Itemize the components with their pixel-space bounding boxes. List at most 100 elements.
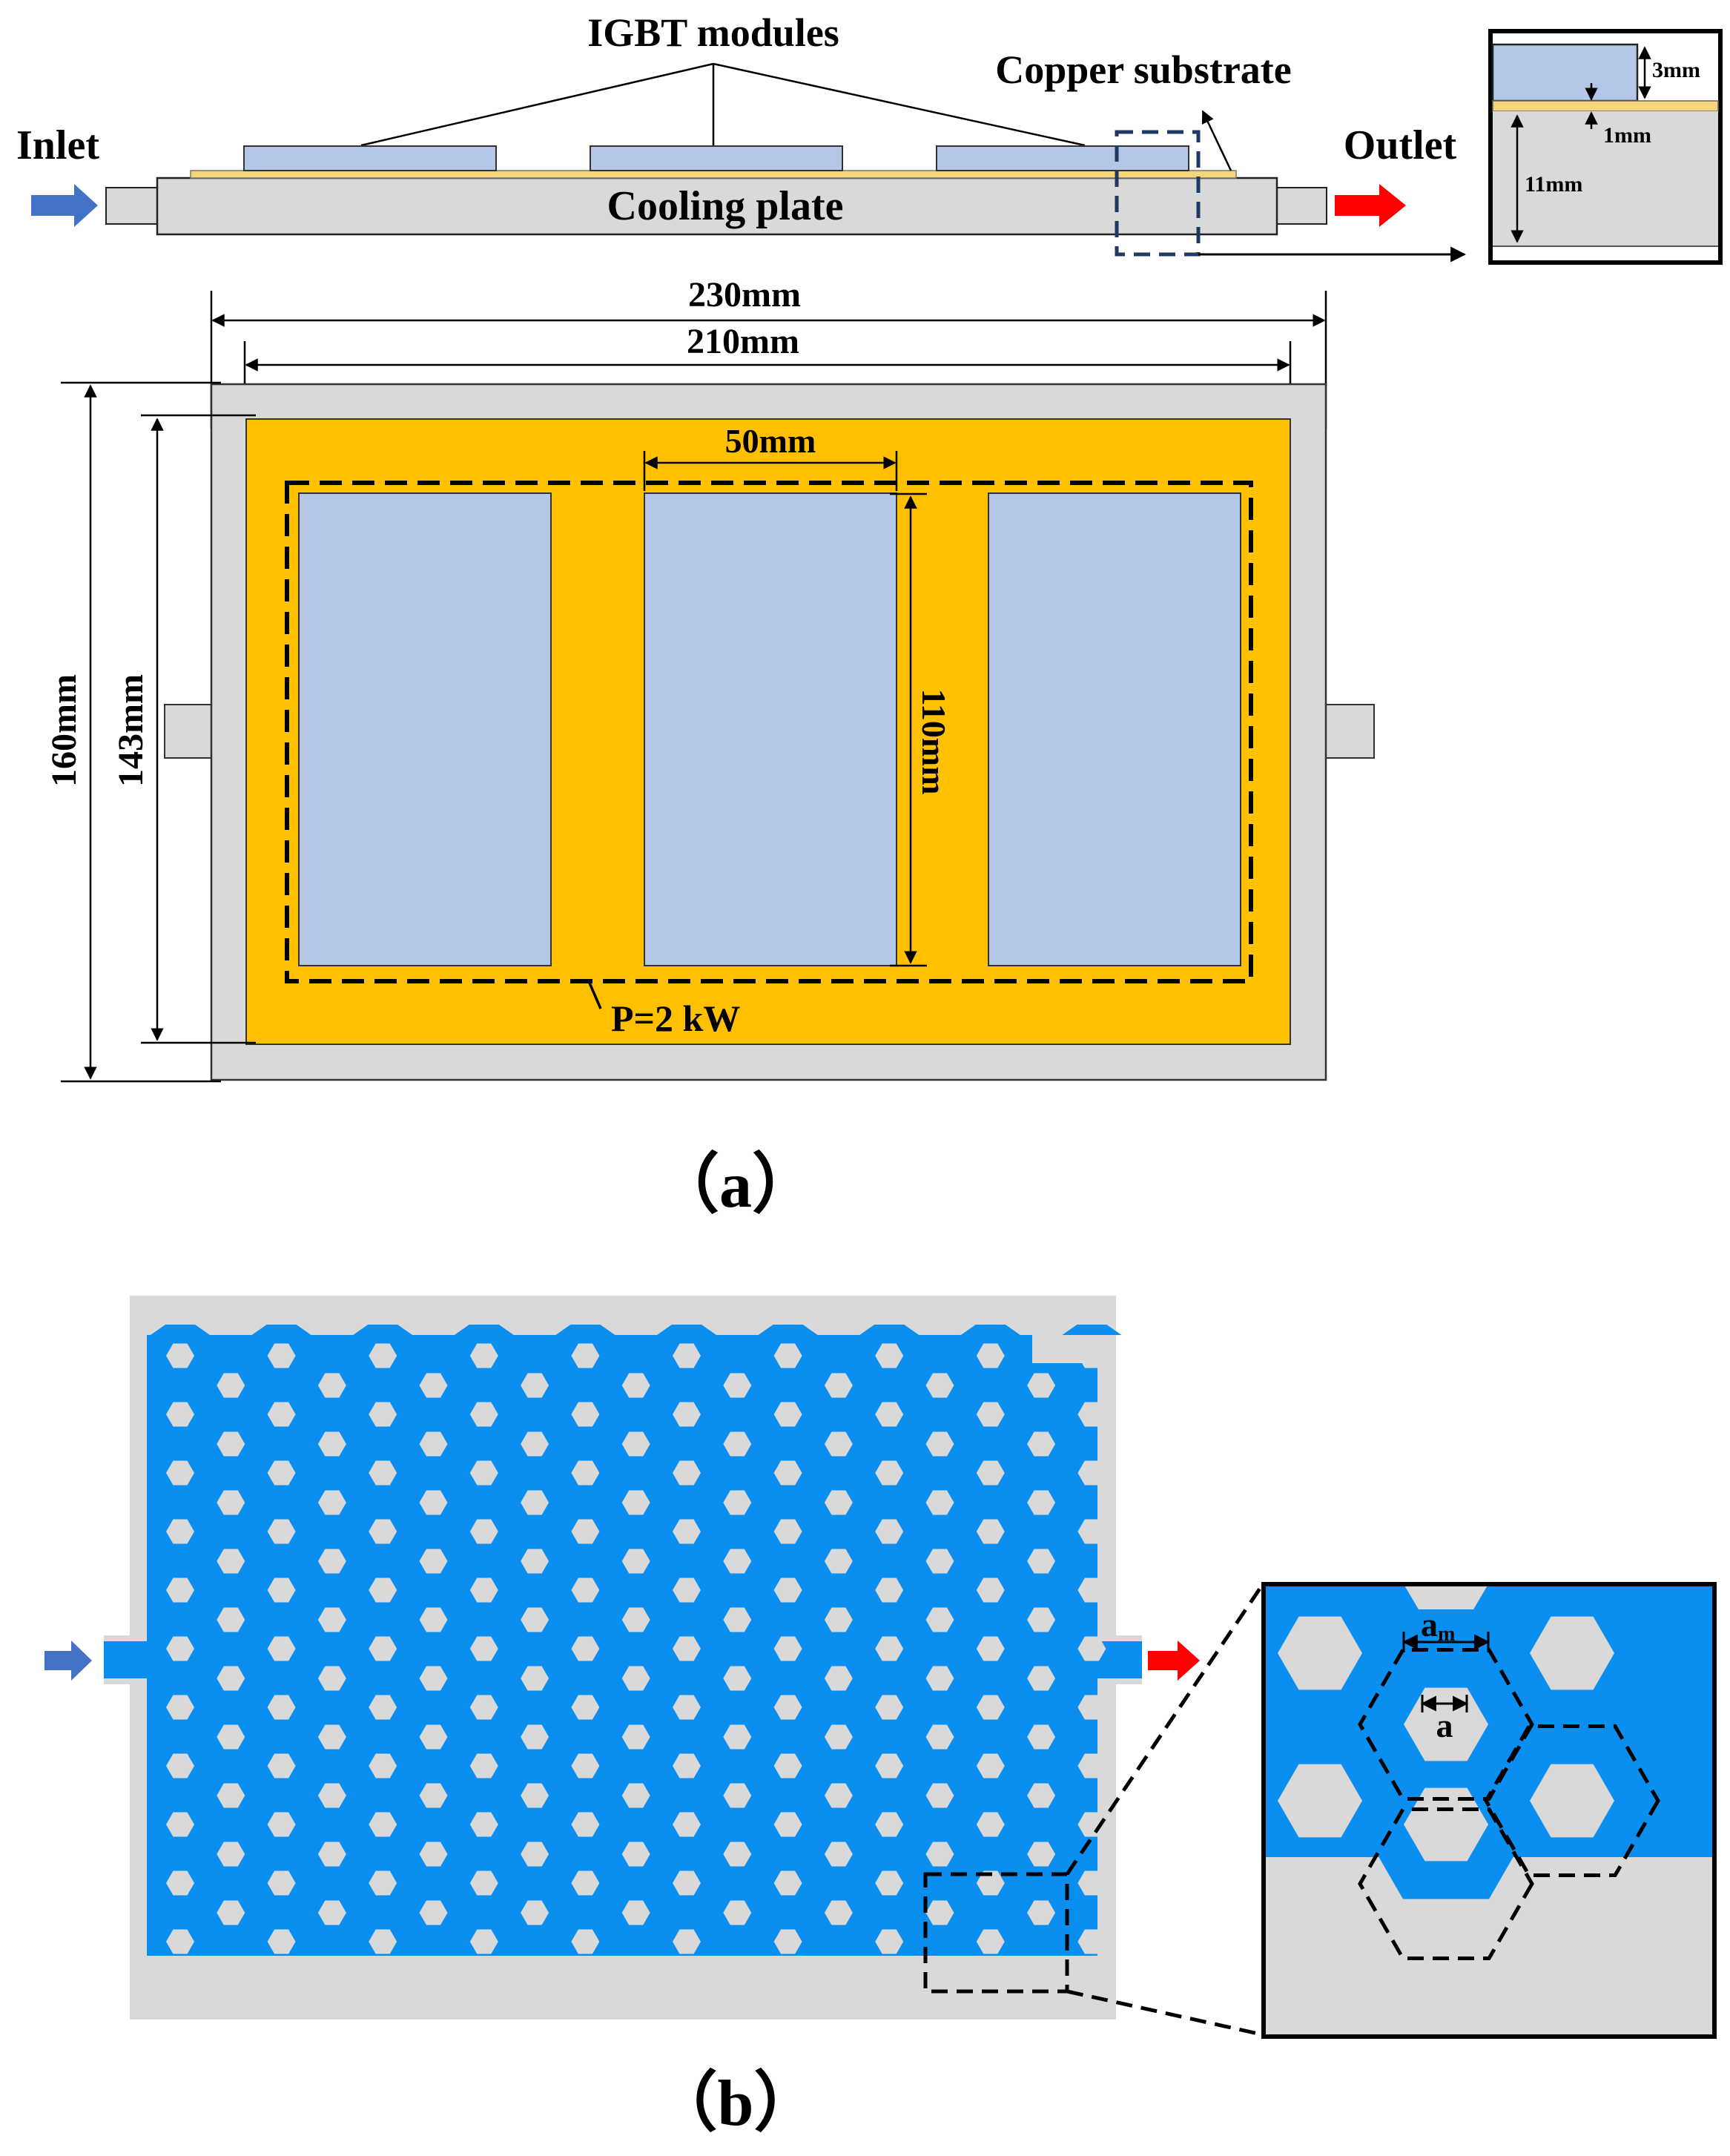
inset-11mm-label: 11mm bbox=[1525, 172, 1582, 197]
pin-fin bbox=[824, 1783, 853, 1808]
pin-fin bbox=[166, 1519, 194, 1544]
copper-substrate-strip bbox=[190, 170, 1237, 179]
pin-fin bbox=[166, 1812, 194, 1837]
caption-b: （b） bbox=[653, 2068, 819, 2140]
pin-fin bbox=[1077, 1695, 1106, 1720]
pin-fin bbox=[621, 1666, 650, 1691]
pin-fin bbox=[824, 1607, 853, 1632]
pin-fin bbox=[673, 1460, 701, 1486]
pin-fin bbox=[267, 1695, 296, 1720]
pin-fin bbox=[1077, 1343, 1106, 1368]
pin-fin bbox=[925, 1666, 954, 1691]
pin-fin bbox=[621, 1783, 650, 1808]
zoom-region-box bbox=[923, 1872, 1069, 1994]
pin-fin bbox=[925, 1900, 954, 1925]
pin-fin bbox=[723, 1724, 752, 1750]
zoom-unit-cell-outline bbox=[1358, 1807, 1534, 1960]
copper-substrate-label: Copper substrate bbox=[995, 47, 1292, 92]
pin-fin bbox=[875, 1695, 904, 1720]
pin-fin bbox=[773, 1870, 802, 1896]
pin-fin bbox=[267, 1753, 296, 1778]
pin-fin bbox=[925, 1842, 954, 1867]
pin-fin bbox=[925, 1783, 954, 1808]
pin-fin bbox=[773, 1929, 802, 1954]
pin-fin bbox=[976, 1929, 1005, 1954]
pin-fin bbox=[673, 1695, 701, 1720]
pin-fin bbox=[673, 1812, 701, 1837]
pin-fin bbox=[875, 1578, 904, 1603]
pin-fin bbox=[621, 1607, 650, 1632]
pin-fin bbox=[773, 1636, 802, 1661]
pin-fin bbox=[166, 1402, 194, 1427]
pin-fin bbox=[723, 1431, 752, 1457]
pin-fin bbox=[217, 1900, 245, 1925]
hexagonal-pin-fin-array bbox=[166, 1343, 1106, 1954]
pin-fin bbox=[571, 1695, 600, 1720]
pin-fin bbox=[521, 1373, 549, 1398]
pin-fin bbox=[267, 1519, 296, 1544]
pin-fin bbox=[469, 1870, 498, 1896]
pin-fin bbox=[369, 1460, 397, 1486]
width-230mm-label: 230mm bbox=[688, 275, 801, 314]
pin-fin bbox=[1027, 1724, 1056, 1750]
module-height-110mm-label: 110mm bbox=[915, 688, 953, 794]
outlet-arrow-icon bbox=[1335, 184, 1406, 227]
pin-fin bbox=[723, 1666, 752, 1691]
pin-fin bbox=[976, 1870, 1005, 1896]
pin-fin bbox=[166, 1578, 194, 1603]
pin-fin bbox=[419, 1490, 448, 1515]
pin-fin bbox=[824, 1724, 853, 1750]
pin-fin bbox=[925, 1431, 954, 1457]
pin-fin bbox=[469, 1519, 498, 1544]
detail-region-box bbox=[1115, 130, 1201, 257]
pin-fin bbox=[976, 1519, 1005, 1544]
pin-fin bbox=[521, 1900, 549, 1925]
pin-fin bbox=[521, 1724, 549, 1750]
pin-fin bbox=[217, 1490, 245, 1515]
pin-fin bbox=[217, 1607, 245, 1632]
pin-fin bbox=[571, 1578, 600, 1603]
pin-fin bbox=[1077, 1929, 1106, 1954]
pin-fin bbox=[267, 1929, 296, 1954]
pin-fin bbox=[1027, 1431, 1056, 1457]
top-view: 230mm 210mm 160mm 143mm 50mm 110mm P=2 k… bbox=[44, 275, 1375, 1083]
pin-fin bbox=[469, 1929, 498, 1954]
pin-fin bbox=[317, 1549, 346, 1574]
pin-fin bbox=[166, 1343, 194, 1368]
pin-fin bbox=[571, 1870, 600, 1896]
pin-fin bbox=[317, 1783, 346, 1808]
pin-fin bbox=[469, 1812, 498, 1837]
copper-substrate-leader bbox=[1201, 110, 1232, 171]
top-outlet-stub bbox=[1325, 704, 1375, 759]
igbt-modules-label: IGBT modules bbox=[587, 10, 839, 55]
pin-fin bbox=[369, 1343, 397, 1368]
pin-fin bbox=[521, 1549, 549, 1574]
pin-fin bbox=[976, 1695, 1005, 1720]
pin-fin bbox=[773, 1343, 802, 1368]
pin-fin bbox=[267, 1460, 296, 1486]
pin-fin bbox=[875, 1636, 904, 1661]
pin-fin bbox=[1027, 1842, 1056, 1867]
pin-fin bbox=[773, 1753, 802, 1778]
heat-source-boundary bbox=[285, 481, 1253, 983]
coolant-inlet-arrow-icon bbox=[44, 1641, 92, 1681]
pin-fin bbox=[469, 1578, 498, 1603]
side-igbt-module-3 bbox=[936, 145, 1189, 171]
pin-fin bbox=[773, 1460, 802, 1486]
pin-fin bbox=[673, 1753, 701, 1778]
pin-fin bbox=[217, 1783, 245, 1808]
pin-fin bbox=[621, 1431, 650, 1457]
pin-fin bbox=[875, 1460, 904, 1486]
pin-fin bbox=[317, 1373, 346, 1398]
pin-fin bbox=[875, 1343, 904, 1368]
pin-fin bbox=[571, 1929, 600, 1954]
pin-fin bbox=[317, 1666, 346, 1691]
pin-fin bbox=[773, 1812, 802, 1837]
pin-fin bbox=[419, 1549, 448, 1574]
zoom-pin-fin bbox=[1530, 1764, 1614, 1838]
pin-fin bbox=[469, 1636, 498, 1661]
side-view: IGBT modules Cooling plate Inlet Outlet … bbox=[16, 10, 1467, 263]
pin-fin bbox=[571, 1812, 600, 1837]
pin-fin bbox=[723, 1490, 752, 1515]
